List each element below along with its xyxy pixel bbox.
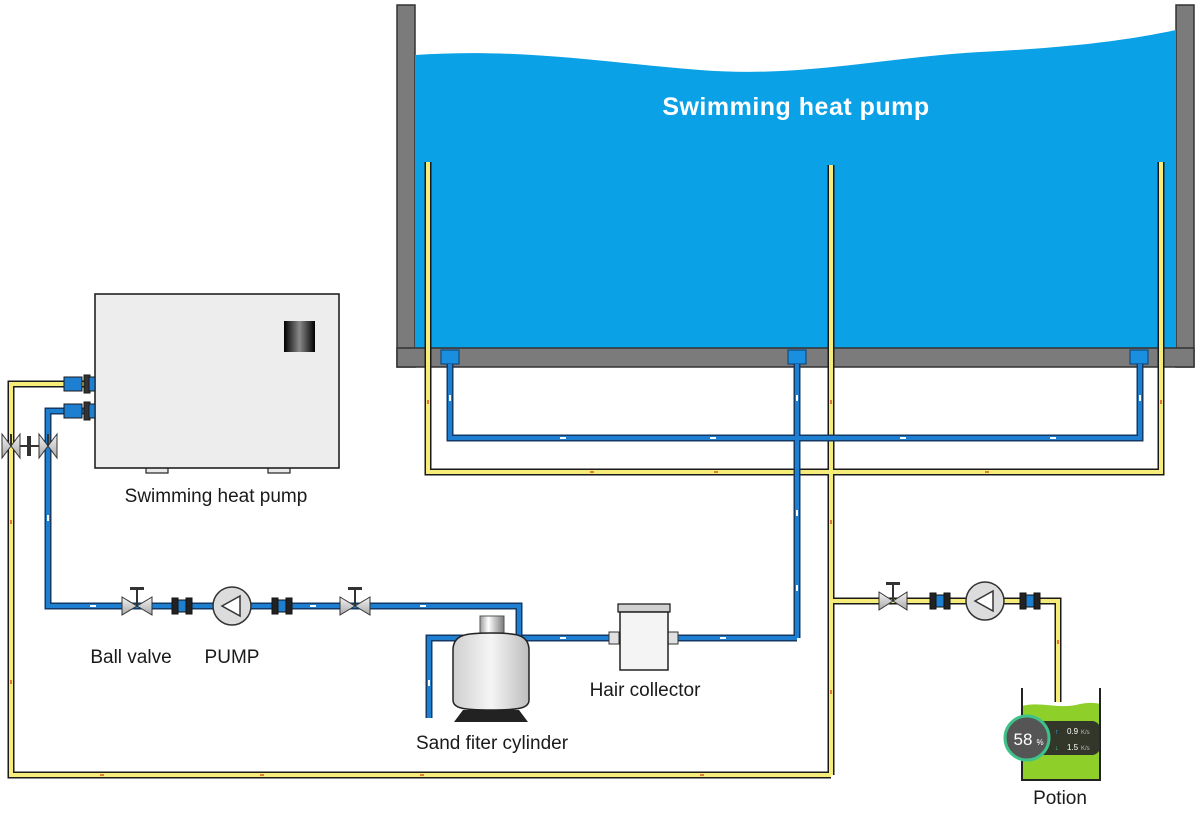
sand-filter-label: Sand fiter cylinder (416, 733, 569, 754)
pool-title: Swimming heat pump (662, 93, 929, 121)
percent-unit: % (1036, 738, 1043, 747)
ball-valve (121, 587, 153, 616)
drain-left (440, 349, 460, 365)
upload-speed: 0.9 (1067, 727, 1079, 736)
flow-markers (10, 395, 1162, 776)
speed-widget[interactable]: 58 % ↑ 0.9 K/s ↓ 1.5 K/s (1003, 714, 1100, 762)
pump-label: PUMP (205, 647, 260, 668)
download-speed: 1.5 (1067, 743, 1079, 752)
pool-water (415, 30, 1176, 348)
upload-speed-unit: K/s (1081, 730, 1090, 736)
drain-center (787, 349, 807, 365)
percent-value: 58 (1014, 730, 1033, 749)
drain-right (1129, 349, 1149, 365)
heat-pump-display (284, 321, 315, 352)
upload-arrow-icon: ↑ (1055, 729, 1059, 736)
couplings (171, 597, 293, 615)
hair-collector (608, 603, 679, 671)
bypass-valves (1, 432, 58, 460)
pool: Swimming heat pump (396, 4, 1195, 368)
download-arrow-icon: ↓ (1055, 745, 1059, 752)
percent-ring (1003, 714, 1051, 762)
ball-valve-2 (339, 587, 371, 616)
download-speed-unit: K/s (1081, 746, 1090, 752)
sand-filter-cylinder (452, 615, 530, 722)
hair-collector-label: Hair collector (590, 680, 702, 701)
potion-pump (965, 581, 1005, 621)
potion-label: Potion (1033, 788, 1087, 808)
pump (212, 586, 252, 626)
potion-valve (878, 582, 908, 611)
potion-couplings (929, 592, 1041, 610)
heat-pump-label: Swimming heat pump (125, 486, 308, 507)
heat-pump-unit (63, 293, 340, 474)
ball-valve-label: Ball valve (90, 647, 171, 668)
